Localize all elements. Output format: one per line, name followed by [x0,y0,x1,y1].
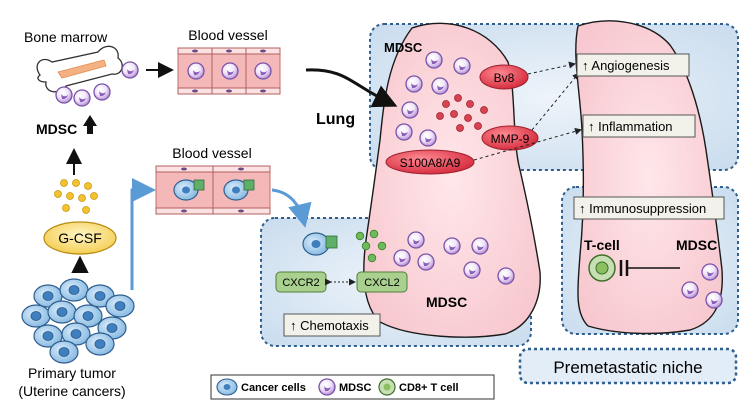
arrow-mmp9-to-angiogenesis [531,72,580,131]
mdsc-cell [463,261,481,279]
mdsc-cell [431,77,449,95]
mdsc-right-panel-label: MDSC [676,237,717,253]
premetastatic-niche-label: Premetastatic niche [553,358,702,377]
up-arrow-icon [83,115,97,134]
mdsc-legend-icon [318,378,336,396]
immunosuppression-box [573,196,725,220]
uterine-cancers-label: (Uterine cancers) [18,383,125,399]
mdsc-cell [55,86,73,104]
mdsc-cell [73,89,91,107]
mdsc-cell [701,263,719,281]
mdsc-top-panel-label: MDSC [384,40,423,55]
bone-illustration [36,45,123,93]
inflammation-box [582,114,696,138]
mdsc-cell [393,249,411,267]
mdsc-cell [121,61,139,79]
s100-bubble [385,149,475,175]
chemotaxis-box [283,313,381,337]
mdsc-cell [705,291,723,309]
bv8-bubble [479,64,529,90]
primary-tumor-cluster [21,278,135,364]
cancer-cell-with-receptor [173,179,205,201]
immunosuppression-label: ↑ Immunosuppression [579,201,706,216]
cd8-legend-icon [378,378,396,396]
mdsc-increase-label: MDSC [36,121,77,137]
mdsc-cell [419,129,437,147]
mdsc-cell [254,62,272,80]
s100-label: S100A8/A9 [400,156,461,170]
arrow-vessel-to-lung-bottom [271,188,312,228]
cxcr2-label: CXCR2 [282,277,319,289]
inflammation-label: ↑ Inflammation [588,119,673,134]
mdsc-cell [425,51,443,69]
mdsc-cell [401,101,419,119]
mdsc-bottom-panel-label: MDSC [426,294,467,310]
premetastatic-niche-box [518,347,738,385]
primary-tumor-label: Primary tumor [28,365,116,381]
cancer-cell-with-receptor [302,232,338,256]
mdsc-cell [417,253,435,271]
arrow-vessel-to-lung [305,68,398,108]
mdsc-cell [405,75,423,93]
chemotaxis-label: ↑ Chemotaxis [290,318,369,333]
cancer-cell-legend-icon [216,378,238,396]
cxcl2-box [356,271,408,293]
cxcl2-molecules [355,229,387,263]
mdsc-cell [453,57,471,75]
mdsc-cell [395,123,413,141]
blood-vessel-mid [155,165,271,215]
angiogenesis-box [576,53,690,77]
secreted-factors [436,94,488,132]
legend-mdsc: MDSC [339,382,371,394]
legend-cd8: CD8+ T cell [399,382,459,394]
blood-vessel-mid-label: Blood vessel [172,145,251,161]
mdsc-cell [93,83,111,101]
arrow-tumor-to-vessel [130,178,156,290]
cancer-cell-with-receptor [223,179,255,201]
legend-cancer-cells: Cancer cells [241,382,306,394]
arrow-bv8-to-angiogenesis [527,61,576,75]
legend-box [210,374,495,400]
mdsc-cell [187,62,205,80]
gcsf-oval [43,221,117,255]
blood-vessel-top-label: Blood vessel [188,27,267,43]
cxcl2-label: CXCL2 [364,277,399,289]
lung-label: Lung [316,111,355,128]
mdsc-cell [407,231,425,249]
mmp9-label: MMP-9 [491,132,530,146]
bone-marrow-label: Bone marrow [24,29,108,45]
arrow-s100-to-inflammation [473,127,582,161]
mdsc-cell [497,267,515,285]
gcsf-molecules [54,179,98,214]
gcsf-label: G-CSF [58,230,102,246]
cd8-tcell [588,254,616,282]
mdsc-cell [443,237,461,255]
bv8-label: Bv8 [494,71,515,85]
mdsc-cell [221,62,239,80]
mdsc-cell [681,281,699,299]
inhibition-symbol [619,260,680,276]
angiogenesis-label: ↑ Angiogenesis [582,58,670,73]
tcell-label: T-cell [584,237,620,253]
mdsc-cell [471,237,489,255]
